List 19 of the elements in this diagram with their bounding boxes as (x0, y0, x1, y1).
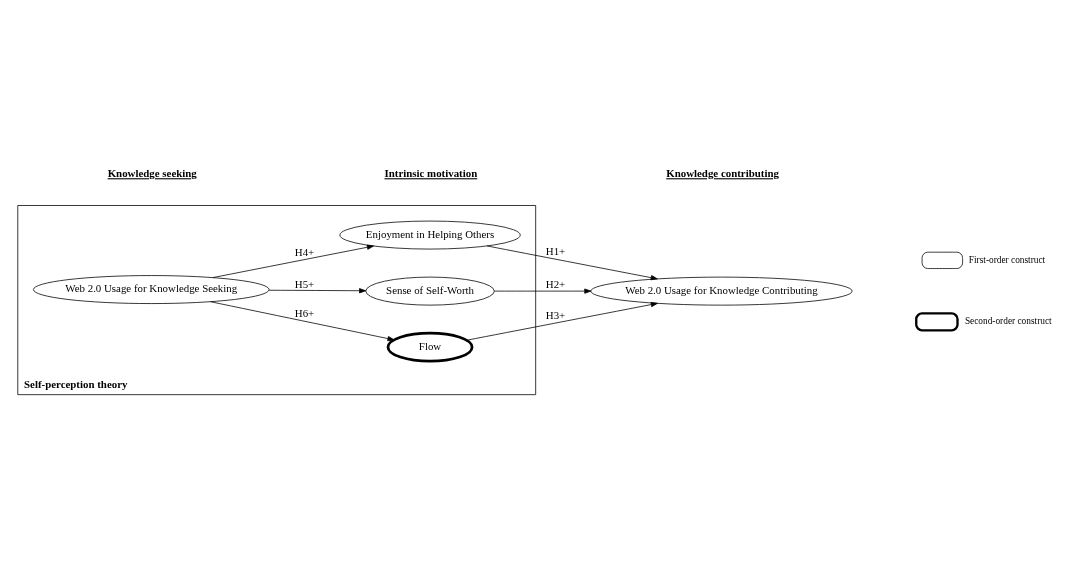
label: Intrinsic motivation (384, 167, 478, 180)
edge-label: H5+ (294, 278, 315, 291)
label: Knowledge contributing (666, 167, 779, 180)
edge-label: H2+ (545, 278, 566, 291)
legend-label: First-order construct (968, 254, 1046, 265)
arrow (268, 288, 367, 294)
node-ellipse: Sense of Self-Worth (365, 276, 495, 306)
legend-label: Second-order construct (964, 316, 1052, 327)
arrow (212, 244, 374, 278)
arrow (210, 301, 395, 342)
edge-label: H3+ (545, 309, 566, 322)
label: Knowledge seeking (107, 167, 197, 180)
node-ellipse: Web 2.0 Usage for Knowledge Seeking (33, 275, 270, 304)
edge-label: H4+ (294, 246, 315, 259)
arrow (466, 302, 658, 341)
arrow (494, 288, 592, 294)
edge-label: H1+ (545, 245, 566, 258)
arrow (486, 245, 658, 281)
edge-label: H6+ (294, 306, 315, 319)
